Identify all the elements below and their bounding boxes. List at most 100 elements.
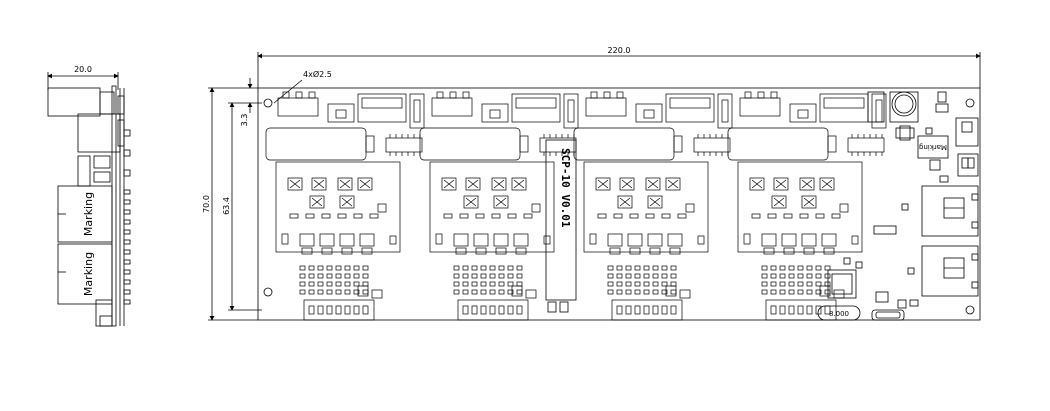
mosfet [667, 233, 683, 247]
connector-vertical [563, 93, 579, 129]
transistor [801, 195, 817, 209]
ic-chip [847, 137, 885, 153]
marking-box [917, 135, 949, 159]
transistor [287, 177, 303, 191]
mosfet [493, 233, 509, 247]
bottom-connector [457, 299, 529, 321]
coin-cell-battery [891, 91, 917, 117]
daughter-card [583, 161, 709, 253]
mosfet [627, 233, 643, 247]
bottom-connector [765, 299, 837, 321]
ic-chip [693, 137, 731, 153]
daughter-card [737, 161, 863, 253]
connector-small [635, 103, 663, 123]
mosfet [453, 233, 469, 247]
mounting-hole [263, 287, 273, 297]
transistor [773, 177, 789, 191]
board-marking-text: Marking [919, 143, 947, 151]
ic-chip [385, 137, 423, 153]
usb-connector [871, 309, 905, 321]
mosfet [781, 233, 797, 247]
bottom-connector [611, 299, 683, 321]
connector-3pin [585, 97, 627, 117]
transistor [309, 195, 325, 209]
mosfet [319, 233, 335, 247]
channel-module [265, 91, 425, 321]
inner-height-value: 63.4 [222, 197, 231, 215]
height-dimension-value: 70.0 [202, 195, 211, 213]
hole-note: 4xØ2.5 [303, 69, 332, 79]
mosfet [299, 233, 315, 247]
rj45-jack-upper [921, 185, 979, 237]
oscillator [817, 305, 861, 321]
daughter-card [275, 161, 401, 253]
daughter-card [429, 161, 555, 253]
mounting-hole [965, 98, 975, 108]
side-width-dimension [47, 72, 119, 90]
transistor [491, 177, 507, 191]
side-component-stubs [123, 129, 131, 305]
power-terminal [955, 117, 979, 147]
connector-header [357, 93, 407, 123]
connector-vertical [717, 93, 733, 129]
transistor [441, 177, 457, 191]
rj45-jack-lower [921, 245, 979, 297]
transistor [749, 177, 765, 191]
mosfet [647, 233, 663, 247]
oscillator-label: 8.000 [829, 310, 849, 318]
connector-header [511, 93, 561, 123]
connector-header [665, 93, 715, 123]
transistor [595, 177, 611, 191]
relay [419, 127, 521, 161]
transistor [357, 177, 373, 191]
interface-area [817, 91, 979, 321]
transistor [771, 195, 787, 209]
transistor [511, 177, 527, 191]
side-width-value: 20.0 [74, 65, 92, 74]
connector-small [481, 103, 509, 123]
board-name-text: SCP-10 V0.01 [559, 148, 572, 228]
channel-module [419, 91, 579, 321]
mosfet [473, 233, 489, 247]
mosfet [513, 233, 529, 247]
width-dimension-value: 220.0 [608, 46, 631, 55]
transistor [799, 177, 815, 191]
mounting-hole [965, 305, 975, 315]
transistor [647, 195, 663, 209]
bottom-connector [303, 299, 375, 321]
connector-small [789, 103, 817, 123]
connector-3pin [739, 97, 781, 117]
mosfet [359, 233, 375, 247]
transistor [463, 195, 479, 209]
offset-value: 3.3 [240, 114, 249, 127]
mosfet [761, 233, 777, 247]
channel-module [727, 91, 887, 321]
transistor [311, 177, 327, 191]
transistor [645, 177, 661, 191]
mosfet [339, 233, 355, 247]
side-rj45-lower [57, 243, 113, 305]
transistor [665, 177, 681, 191]
transistor [617, 195, 633, 209]
mosfet [801, 233, 817, 247]
center-label-strip [545, 139, 577, 313]
transistor [619, 177, 635, 191]
side-marking-lower: Marking [82, 252, 95, 296]
relay [573, 127, 675, 161]
relay [727, 127, 829, 161]
relay [265, 127, 367, 161]
top-dimensions [208, 52, 981, 321]
connector-3pin [277, 97, 319, 117]
mosfet [821, 233, 837, 247]
connector-3pin [431, 97, 473, 117]
channel-module [573, 91, 733, 321]
side-view [47, 72, 131, 327]
connector-vertical [409, 93, 425, 129]
transistor [339, 195, 355, 209]
transistor [337, 177, 353, 191]
transistor [465, 177, 481, 191]
connector-small [327, 103, 355, 123]
transistor [493, 195, 509, 209]
mounting-hole [263, 98, 273, 108]
